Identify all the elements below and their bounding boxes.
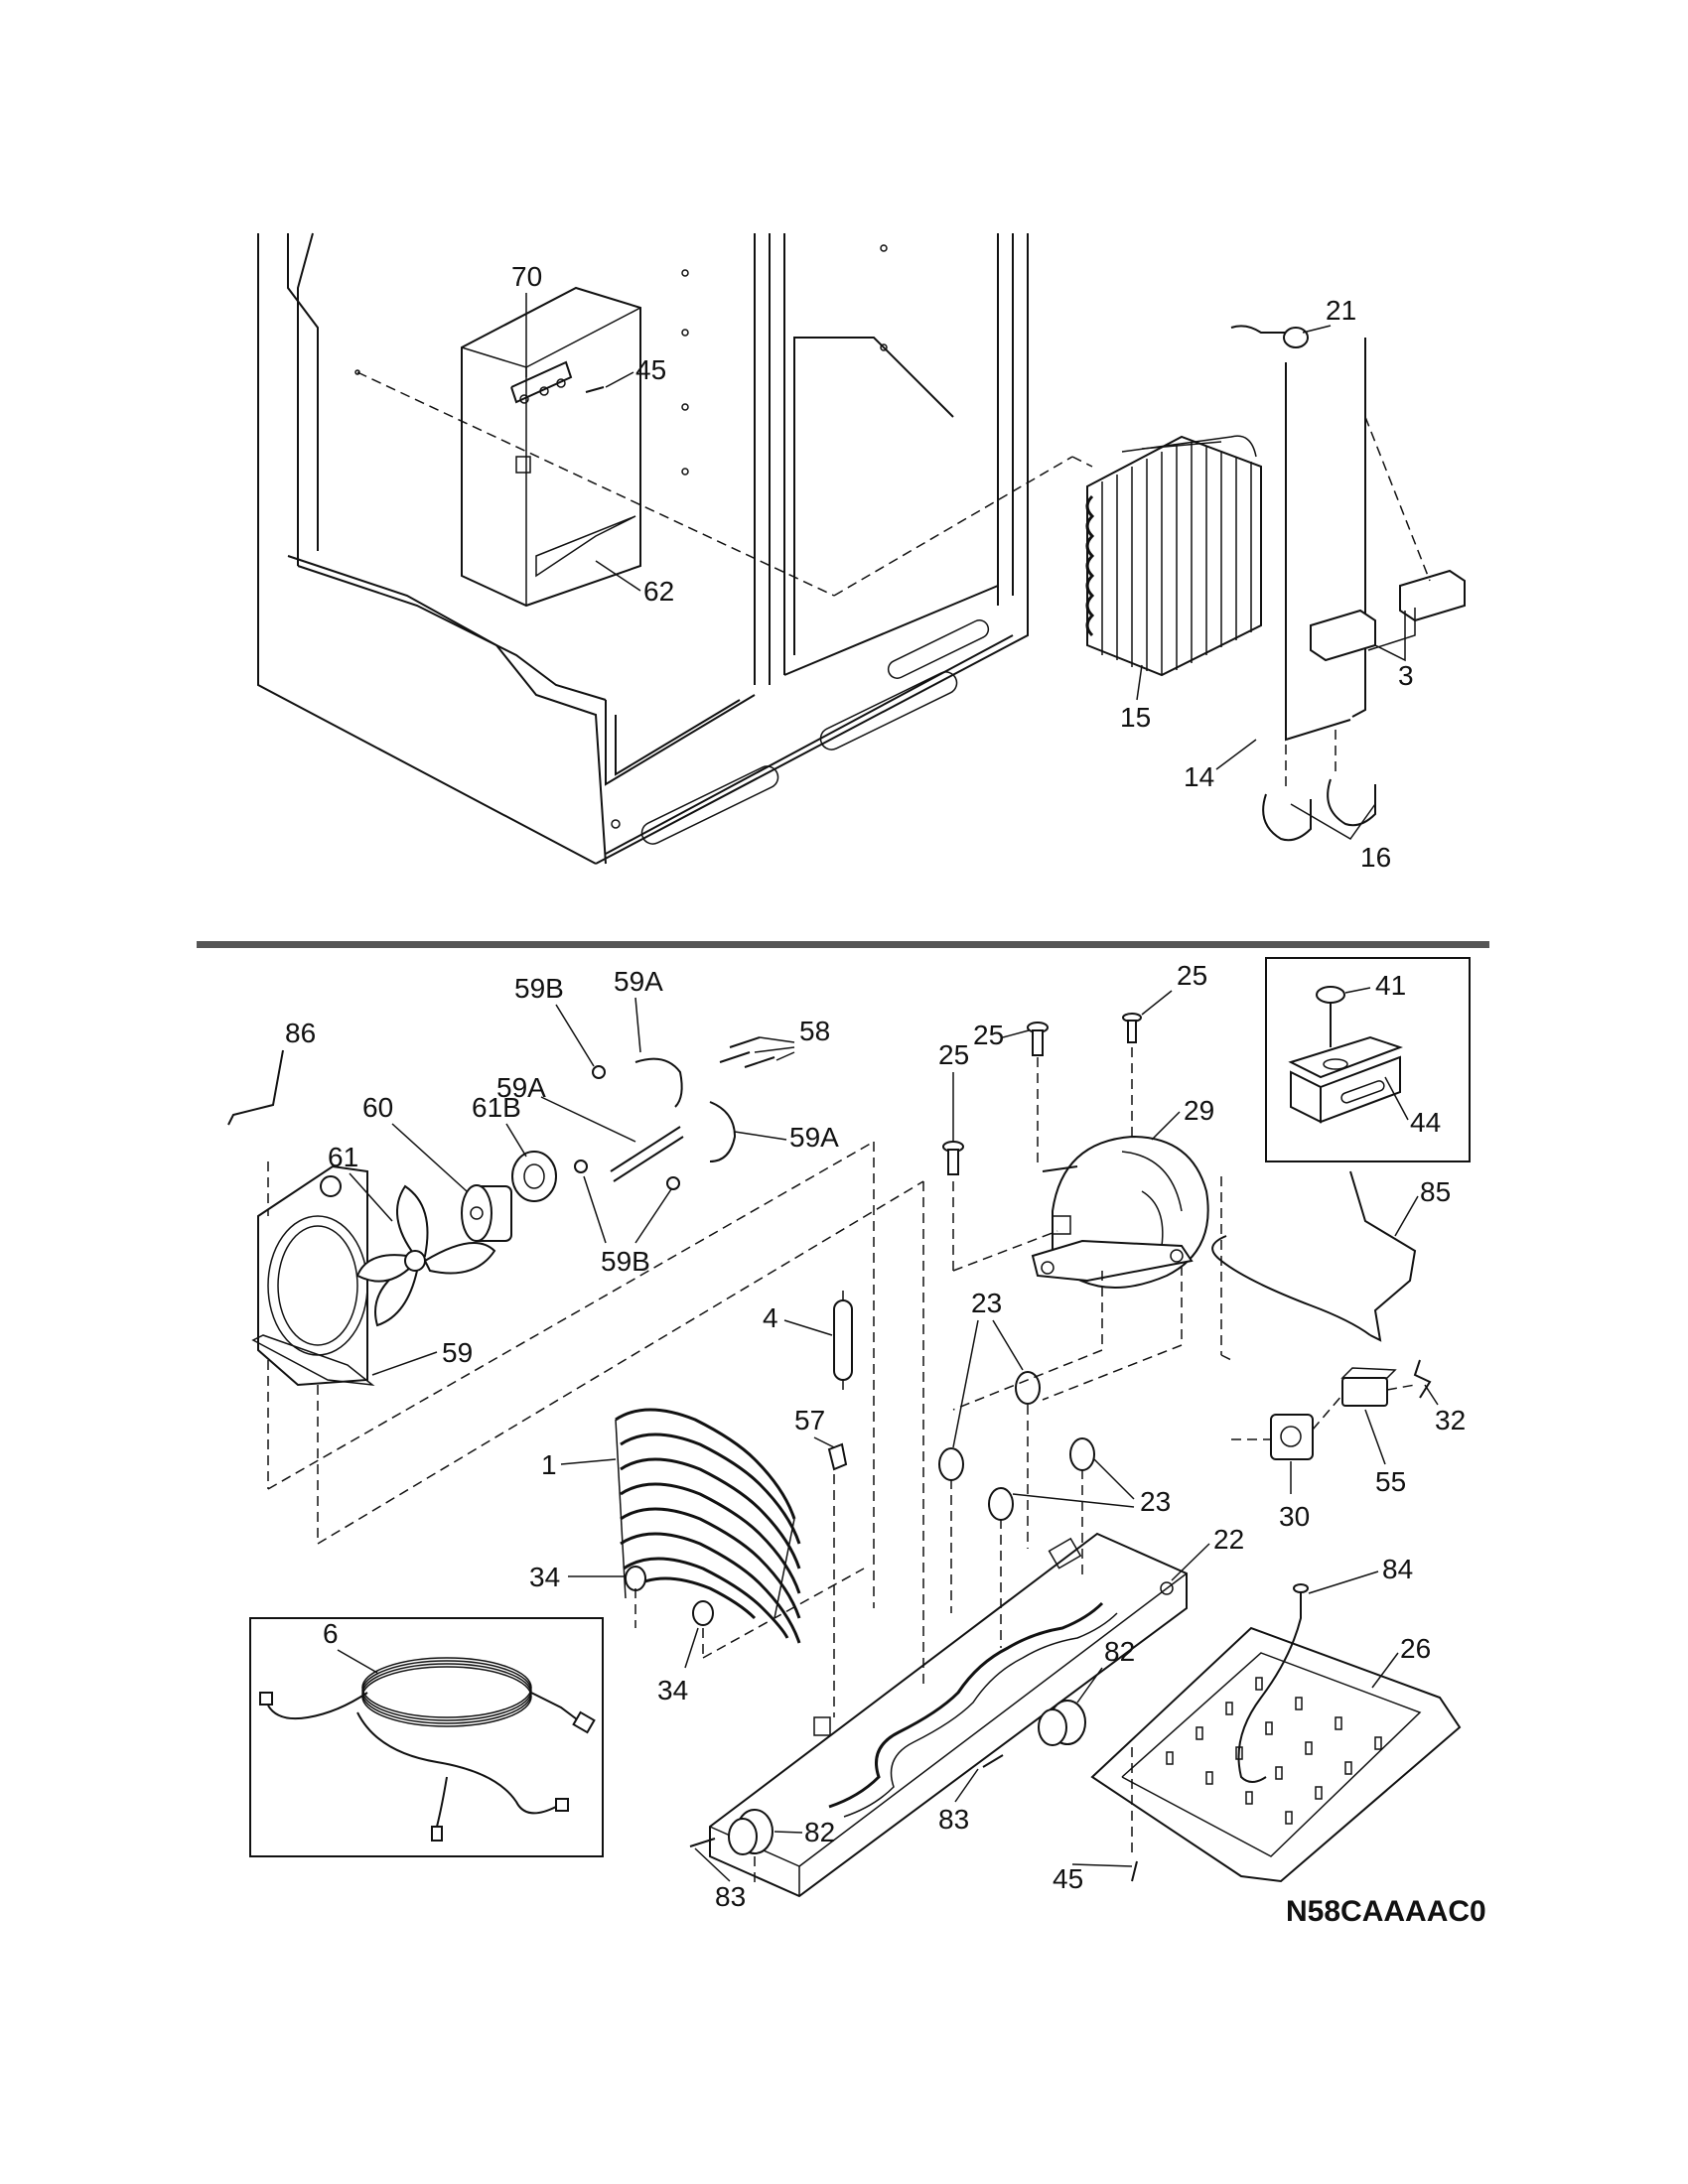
top-dashed-leaders	[356, 371, 1093, 597]
power-cord-inset	[249, 1617, 604, 1857]
fan-shroud-part	[251, 1164, 375, 1387]
tube-85-part	[1211, 1170, 1417, 1342]
bottom-dashed-leaders	[267, 1047, 1416, 1886]
callout-61: 61	[328, 1142, 358, 1172]
callout-22: 22	[1213, 1524, 1244, 1555]
callout-61B: 61B	[472, 1092, 521, 1123]
screw-parts	[942, 1013, 1142, 1175]
callout-34-bot: 34	[657, 1675, 688, 1706]
drier-tube-parts	[574, 1036, 775, 1190]
fan-motor-part	[461, 1151, 557, 1242]
callout-45: 45	[635, 354, 666, 385]
feet-parts	[689, 1700, 1086, 1855]
callout-25-left: 25	[938, 1039, 969, 1070]
callout-16: 16	[1360, 842, 1391, 873]
callout-85: 85	[1420, 1176, 1451, 1207]
section-divider	[197, 941, 1489, 948]
bottom-callouts: 86 60 61B 61 59B 59A 58 59A 59A 59B 59 2…	[227, 960, 1466, 1912]
callout-82-left: 82	[804, 1817, 835, 1847]
callout-6: 6	[323, 1618, 339, 1649]
callout-70: 70	[511, 261, 542, 292]
callout-84: 84	[1382, 1554, 1413, 1584]
callout-60: 60	[362, 1092, 393, 1123]
fan-blade-part	[355, 1184, 496, 1327]
callout-82-right: 82	[1104, 1636, 1135, 1667]
callout-83-right: 83	[938, 1804, 969, 1835]
callout-21: 21	[1326, 295, 1356, 326]
grommet-parts	[625, 1566, 714, 1626]
callout-32: 32	[1435, 1405, 1466, 1435]
drawing-code: N58CAAAAC0	[1286, 1895, 1486, 1928]
cabinet-drawing	[257, 232, 1029, 865]
filter-drier-part	[833, 1291, 853, 1390]
callout-4: 4	[763, 1302, 778, 1333]
tubing-parts	[1262, 338, 1466, 842]
base-plate-part	[709, 1532, 1188, 1898]
callout-59B-bot: 59B	[601, 1246, 650, 1277]
ice-bucket-part	[461, 286, 641, 608]
callout-23-top: 23	[971, 1288, 1002, 1318]
callout-55: 55	[1375, 1466, 1406, 1497]
condenser-coil-part	[1085, 435, 1262, 677]
callout-86: 86	[285, 1018, 316, 1048]
callout-29: 29	[1184, 1095, 1214, 1126]
callout-62: 62	[643, 576, 674, 607]
callout-58: 58	[799, 1016, 830, 1046]
callout-44: 44	[1410, 1107, 1441, 1138]
callout-30: 30	[1279, 1501, 1310, 1532]
callout-59A-right: 59A	[789, 1122, 839, 1153]
callout-25-right: 25	[1177, 960, 1207, 991]
callout-23-bot: 23	[1140, 1486, 1171, 1517]
callout-14: 14	[1184, 761, 1214, 792]
drain-pan-part	[1090, 1583, 1462, 1883]
callout-34-top: 34	[529, 1562, 560, 1592]
callout-57: 57	[794, 1405, 825, 1435]
grommet-23-parts	[938, 1371, 1095, 1521]
callout-83-left: 83	[715, 1881, 746, 1912]
callout-26: 26	[1400, 1633, 1431, 1664]
callout-59A-top: 59A	[614, 966, 663, 997]
callout-15: 15	[1120, 702, 1151, 733]
callout-3: 3	[1398, 660, 1414, 691]
condenser-part	[615, 1408, 801, 1644]
valve-part	[1230, 325, 1309, 348]
electrical-parts	[1270, 1359, 1432, 1460]
bracket-inset	[1265, 957, 1471, 1162]
clip-part	[827, 1442, 848, 1471]
callout-45-bottom: 45	[1053, 1863, 1083, 1894]
callout-59A-mid: 59A	[496, 1072, 546, 1103]
compressor-part	[1031, 1135, 1209, 1289]
callout-25-mid: 25	[973, 1020, 1004, 1050]
callout-59: 59	[442, 1337, 473, 1368]
callout-59B-top: 59B	[514, 973, 564, 1004]
callout-1: 1	[541, 1449, 557, 1480]
callout-41: 41	[1375, 970, 1406, 1001]
top-callouts: 70 45 62 21 15 3 14 16	[511, 261, 1414, 873]
